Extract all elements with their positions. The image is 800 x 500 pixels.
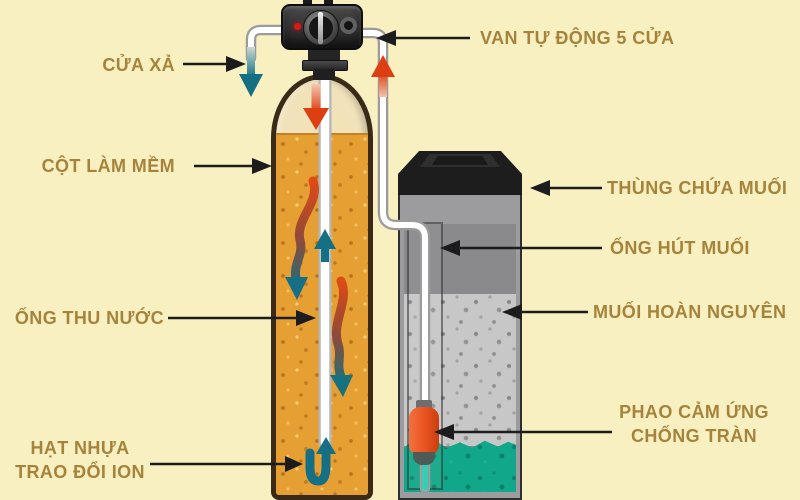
ion-exchange-resin-bed <box>276 133 368 495</box>
valve-top-tab <box>303 0 312 6</box>
label-thung-chua-muoi: THÙNG CHỨA MUỐI <box>607 178 788 198</box>
label-ong-hut-muoi: ỐNG HÚT MUỐI <box>610 238 750 258</box>
valve-led-indicator <box>294 23 301 30</box>
valve-neck <box>308 50 340 62</box>
float-body <box>409 407 439 456</box>
pointer-cua-xa <box>183 56 246 72</box>
pointer-van-tu-dong <box>376 30 470 46</box>
pointer-thung-chua-muoi <box>530 180 602 196</box>
label-cot-lam-mem: CỘT LÀM MỀM <box>41 156 175 176</box>
label-phao-cam-ung-line1: PHAO CẢM ỨNG <box>619 402 769 422</box>
softener-column-tank <box>271 74 373 500</box>
drain-flow-arrow <box>239 47 263 97</box>
label-cua-xa: CỬA XẢ <box>102 55 175 75</box>
overflow-float-sensor <box>409 400 439 466</box>
valve-top-tab <box>324 0 333 6</box>
valve-dial-handle <box>318 12 323 44</box>
brine-flow-up-arrow <box>371 55 395 97</box>
label-hat-nhua: HẠT NHỰA TRAO ĐỔI ION <box>0 436 160 484</box>
salt-tank-lid-face-inner <box>432 156 488 165</box>
automatic-control-valve <box>281 4 363 50</box>
float-top-cap <box>416 400 432 410</box>
valve-lower-neck <box>313 69 335 80</box>
pointer-cot-lam-mem <box>194 158 272 174</box>
label-hat-nhua-line1: HẠT NHỰA <box>30 438 130 458</box>
float-bottom-cap <box>413 452 435 465</box>
label-muoi-hoan-nguyen: MUỐI HOÀN NGUYÊN <box>593 302 787 322</box>
label-hat-nhua-line2: TRAO ĐỔI ION <box>15 462 145 482</box>
label-phao-cam-ung-line2: CHỐNG TRÀN <box>631 426 757 446</box>
label-phao-cam-ung: PHAO CẢM ỨNG CHỐNG TRÀN <box>608 400 780 448</box>
salt-tank-lid-band <box>398 172 522 196</box>
valve-side-port <box>340 17 357 34</box>
label-van-tu-dong: VAN TỰ ĐỘNG 5 CỬA <box>480 28 675 48</box>
label-ong-thu-nuoc: ỐNG THU NƯỚC <box>14 308 164 328</box>
